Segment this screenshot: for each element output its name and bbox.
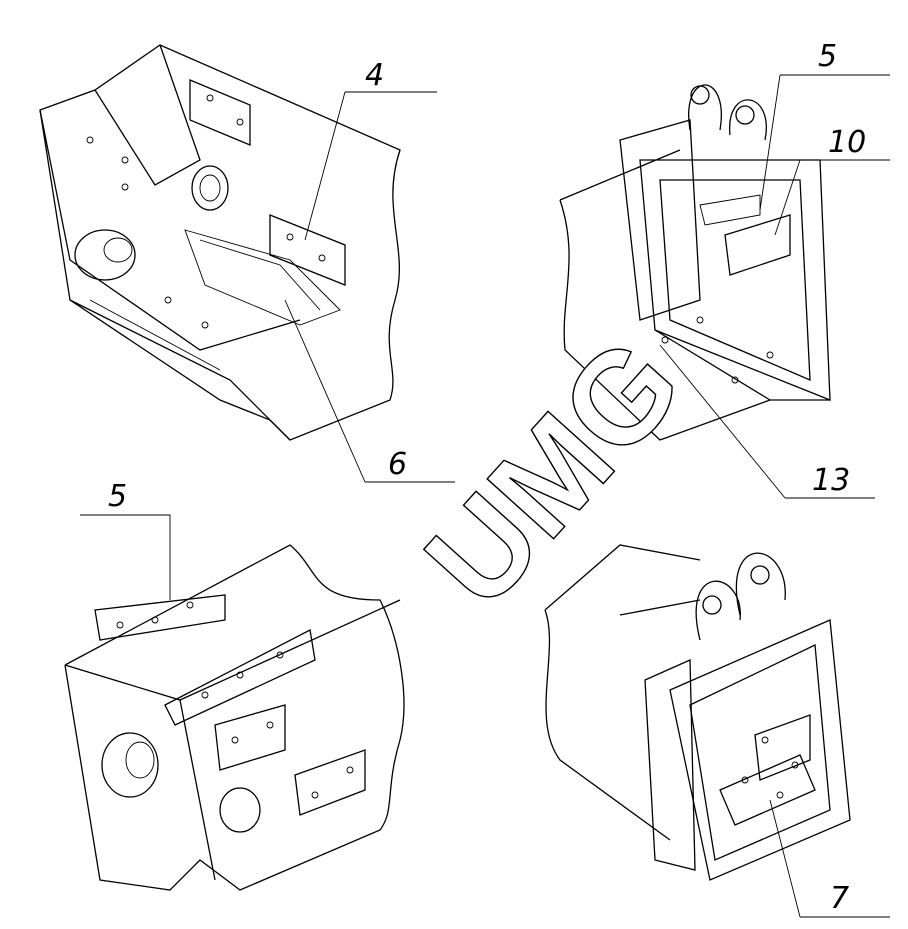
callout-5-bottom: 5 [108, 479, 127, 514]
callout-13: 13 [812, 463, 850, 498]
assembly-bottom-right [544, 544, 851, 881]
assembly-bottom-left [64, 544, 405, 891]
callout-5-top: 5 [818, 39, 837, 74]
leader-lines [80, 74, 890, 918]
callout-6: 6 [388, 447, 407, 482]
watermark: UMG [397, 311, 708, 634]
callout-7: 7 [830, 881, 849, 916]
callout-10: 10 [828, 125, 866, 160]
assembly-top-left [39, 44, 401, 441]
callout-4: 4 [365, 58, 384, 93]
assembly-top-right [559, 84, 831, 441]
